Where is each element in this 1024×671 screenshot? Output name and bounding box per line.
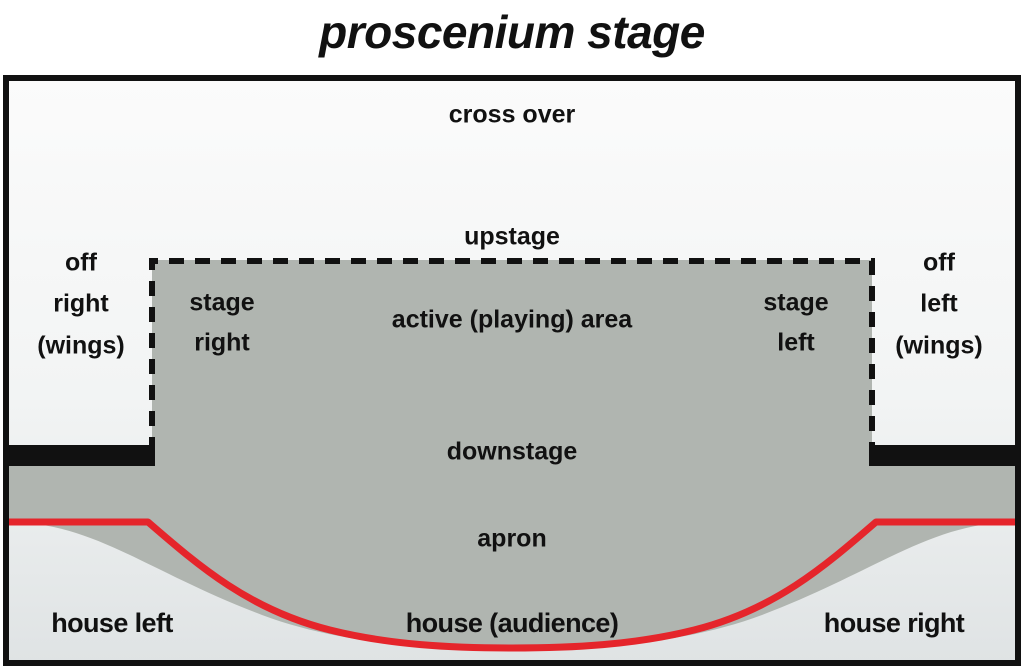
label-off-right-line2: right (53, 290, 109, 318)
proscenium-wall-left (869, 445, 1018, 466)
label-off-right-line3: (wings) (37, 332, 125, 360)
label-active-playing-area: active (playing) area (392, 306, 633, 334)
label-off-right-line1: off (65, 249, 98, 277)
label-house-audience: house (audience) (406, 608, 618, 638)
active-area-dashed-boundary (149, 258, 875, 452)
label-cross-over: cross over (449, 101, 576, 129)
proscenium-wall-right (6, 445, 155, 466)
label-apron: apron (477, 525, 546, 553)
label-stage-right-line1: stage (189, 289, 254, 317)
diagram-frame (3, 75, 1021, 666)
label-stage-right-line2: right (194, 329, 250, 357)
label-off-left-line1: off (923, 249, 956, 277)
label-off-left-line3: (wings) (895, 332, 983, 360)
label-house-left: house left (51, 608, 173, 638)
label-stage-left-line1: stage (763, 289, 828, 317)
stage-area-fill (6, 260, 1018, 650)
label-upstage: upstage (464, 223, 560, 251)
proscenium-stage-diagram: cross over upstage active (playing) area… (3, 75, 1021, 666)
label-house-right: house right (824, 608, 965, 638)
label-downstage: downstage (447, 438, 578, 466)
apron-edge-line (6, 518, 1018, 652)
label-stage-left-line2: left (777, 329, 815, 357)
page-title: proscenium stage (319, 6, 705, 58)
label-off-left-line2: left (920, 290, 958, 318)
